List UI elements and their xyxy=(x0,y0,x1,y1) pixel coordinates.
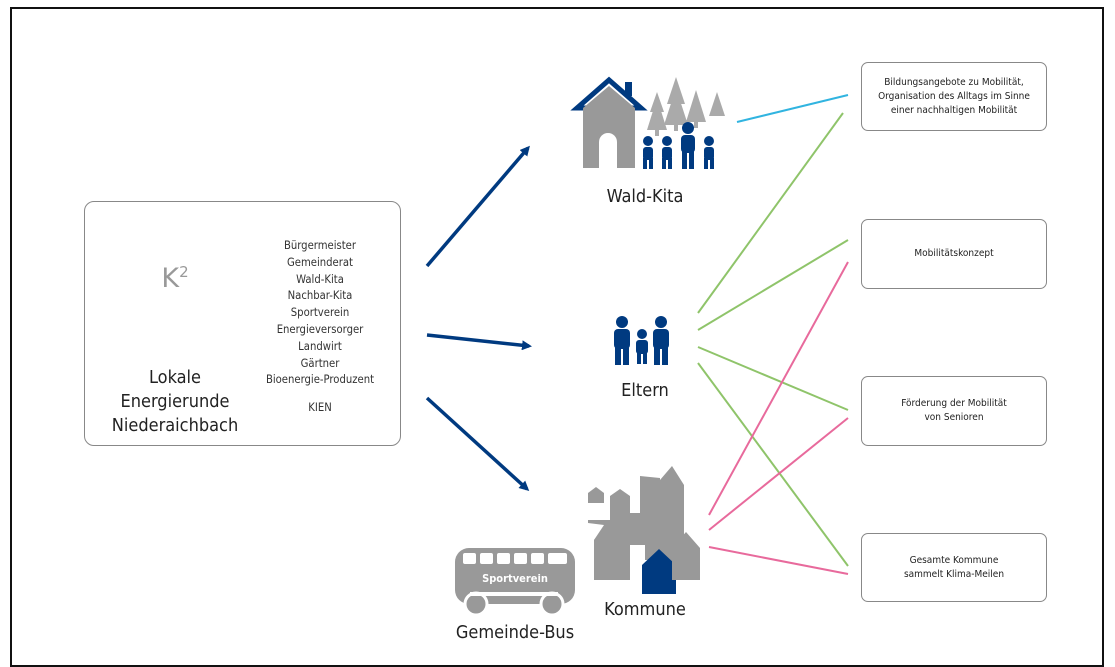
member-item: Wald-Kita xyxy=(296,272,344,286)
member-item: Nachbar-Kita xyxy=(287,289,353,303)
member-item: Bürgermeister xyxy=(283,239,357,252)
goal-line: Förderung der Mobilität xyxy=(901,398,1007,409)
goal-line: einer nachhaltigen Mobilität xyxy=(890,104,1018,116)
line-kita-goal1 xyxy=(736,94,849,123)
arrow-to-kommune xyxy=(425,396,530,492)
member-item-kien: KIEN xyxy=(308,401,332,415)
line-kommune-goal2 xyxy=(708,261,849,516)
house-icon xyxy=(570,76,648,168)
arrow-to-wald-kita xyxy=(425,145,530,268)
goal-box-seniors: Förderung der Mobilität von Senioren xyxy=(861,376,1047,446)
member-item: Energieversorger xyxy=(276,322,364,336)
source-box xyxy=(84,201,401,446)
source-title-line: Energierunde xyxy=(120,391,230,412)
goal-line: Organisation des Alltags im Sinne xyxy=(878,90,1030,102)
line-eltern-goal3 xyxy=(697,346,849,411)
line-eltern-goal4 xyxy=(697,362,849,567)
eltern-label: Eltern xyxy=(621,380,669,401)
goal-line: von Senioren xyxy=(924,412,984,423)
member-list: Bürgermeister Gemeinderat Wald-Kita Nach… xyxy=(250,238,390,417)
bus-label: Gemeinde-Bus xyxy=(455,622,575,643)
goal-line: Bildungsangebote zu Mobilität, xyxy=(884,76,1024,88)
k2-logo-sup: 2 xyxy=(179,263,189,281)
member-item: Landwirt xyxy=(298,339,342,353)
parents-child-icon xyxy=(614,316,669,365)
bus-sign-label: Sportverein xyxy=(482,572,548,585)
line-eltern-goal1 xyxy=(697,112,844,314)
forest-icon xyxy=(647,77,725,136)
source-title-line: Lokale xyxy=(148,367,202,388)
wald-kita-label: Wald-Kita xyxy=(606,186,684,207)
member-item: Bioenergie-Produzent xyxy=(265,373,375,387)
member-item: Sportverein xyxy=(290,306,350,320)
k2-logo-text: K xyxy=(161,263,180,294)
kommune-label: Kommune xyxy=(604,599,686,620)
source-title-line: Niederaichbach xyxy=(111,415,239,436)
line-eltern-goal2 xyxy=(697,239,849,331)
goal-box-education: Bildungsangebote zu Mobilität, Organisat… xyxy=(861,62,1047,131)
line-kommune-goal4 xyxy=(708,546,849,575)
bus-icon: Sportverein xyxy=(455,548,575,617)
member-item: Gemeinderat xyxy=(286,255,353,269)
source-title: Lokale Energierunde Niederaichbach xyxy=(100,366,250,438)
goal-box-climate-miles: Gesamte Kommune sammelt Klima-Meilen xyxy=(861,533,1047,602)
goal-line: Mobilitätskonzept xyxy=(914,248,994,259)
goal-line: sammelt Klima-Meilen xyxy=(903,568,1005,580)
goal-line: Gesamte Kommune xyxy=(909,554,999,566)
line-kommune-goal3 xyxy=(708,417,849,531)
member-item: Gärtner xyxy=(300,356,340,370)
village-icon xyxy=(588,466,700,594)
family-icon xyxy=(643,122,714,169)
k2-logo: K2 xyxy=(150,263,200,294)
arrow-to-eltern xyxy=(426,333,532,351)
goal-box-mobility-concept: Mobilitätskonzept xyxy=(861,219,1047,289)
